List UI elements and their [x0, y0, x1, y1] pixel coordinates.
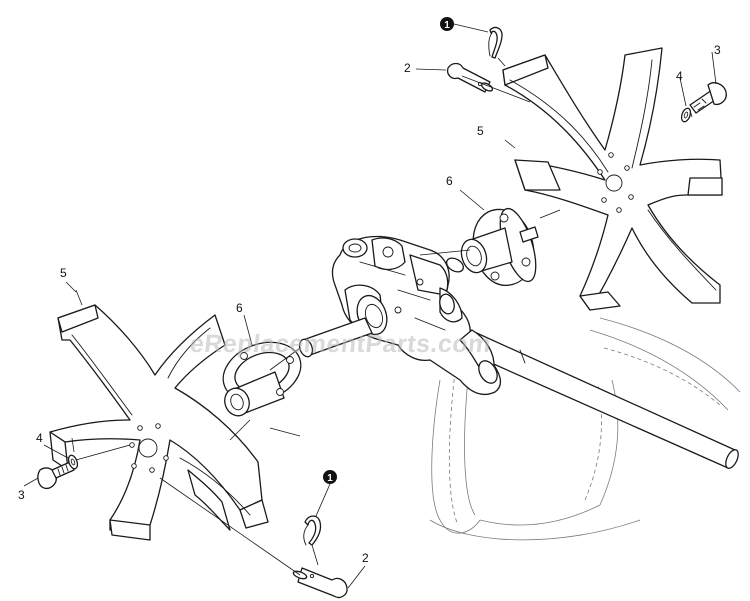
callout-5-left: 5 — [60, 266, 77, 293]
svg-text:5: 5 — [477, 124, 484, 138]
gearbox — [331, 235, 502, 395]
callout-5-right: 5 — [477, 124, 484, 138]
svg-text:1: 1 — [444, 20, 450, 31]
left-hub — [222, 341, 302, 441]
callout-1-left: 1 — [315, 470, 337, 517]
callout-4-right: 4 — [676, 69, 683, 83]
callout-3-left: 3 — [18, 488, 25, 502]
svg-text:2: 2 — [362, 551, 369, 565]
right-bolt — [689, 82, 727, 114]
right-tine — [502, 47, 723, 311]
callout-3-right: 3 — [714, 43, 721, 57]
left-cotter-pin — [303, 515, 322, 546]
callout-4-left: 4 — [36, 431, 69, 459]
svg-text:4: 4 — [676, 69, 683, 83]
callout-6-right: 6 — [446, 174, 453, 188]
tiller-frame-outline — [429, 317, 741, 541]
right-cotter-pin — [488, 26, 503, 59]
svg-text:3: 3 — [714, 43, 721, 57]
svg-text:5: 5 — [60, 266, 67, 280]
svg-text:1: 1 — [327, 473, 333, 484]
callout-6-left: 6 — [236, 301, 243, 315]
left-washer — [67, 454, 79, 470]
left-bolt — [37, 461, 75, 490]
svg-text:6: 6 — [236, 301, 243, 315]
callout-2-right: 2 — [404, 61, 411, 75]
assembly-lines — [23, 51, 717, 589]
left-clevis-pin — [292, 567, 348, 599]
svg-text:2: 2 — [404, 61, 411, 75]
right-hub — [460, 207, 561, 286]
right-washer — [680, 107, 692, 123]
left-tine — [49, 304, 269, 541]
left-axle-stub — [298, 317, 373, 358]
callout-2-left: 2 — [362, 551, 369, 565]
right-clevis-pin — [446, 62, 494, 93]
callout-1-right: 1 — [440, 17, 489, 33]
svg-text:3: 3 — [18, 488, 25, 502]
svg-text:6: 6 — [446, 174, 453, 188]
svg-text:4: 4 — [36, 431, 43, 445]
axle-shaft — [461, 329, 739, 469]
